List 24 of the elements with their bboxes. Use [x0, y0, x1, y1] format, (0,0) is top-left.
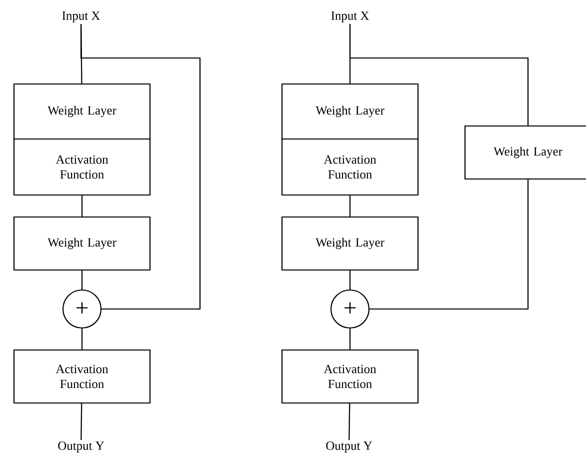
layer-box: Weight Layer [13, 216, 151, 271]
layer-box: Weight Layer [13, 83, 151, 140]
io-label: Input X [62, 12, 100, 22]
layer-box: Activation Function [13, 349, 151, 404]
layer-box: Weight Layer [281, 216, 419, 271]
connector-line [81, 328, 83, 350]
connector-line [80, 404, 82, 440]
connector-line [349, 24, 529, 126]
layer-box: Weight Layer [464, 125, 586, 180]
io-label: Output Y [326, 442, 372, 452]
layer-box: Activation Function [281, 349, 419, 404]
connector-line [349, 328, 351, 350]
io-label: Input X [331, 12, 369, 22]
connector-line [349, 270, 351, 290]
connector-line [349, 196, 351, 216]
connector-line [81, 196, 83, 216]
layer-box: Activation Function [13, 138, 151, 196]
connector-line [348, 404, 350, 440]
connector-line [81, 270, 83, 290]
layer-box: Weight Layer [281, 83, 419, 140]
connector-line [80, 24, 201, 310]
io-label: Output Y [58, 442, 104, 452]
connector-line [370, 180, 529, 310]
layer-box: Activation Function [281, 138, 419, 196]
